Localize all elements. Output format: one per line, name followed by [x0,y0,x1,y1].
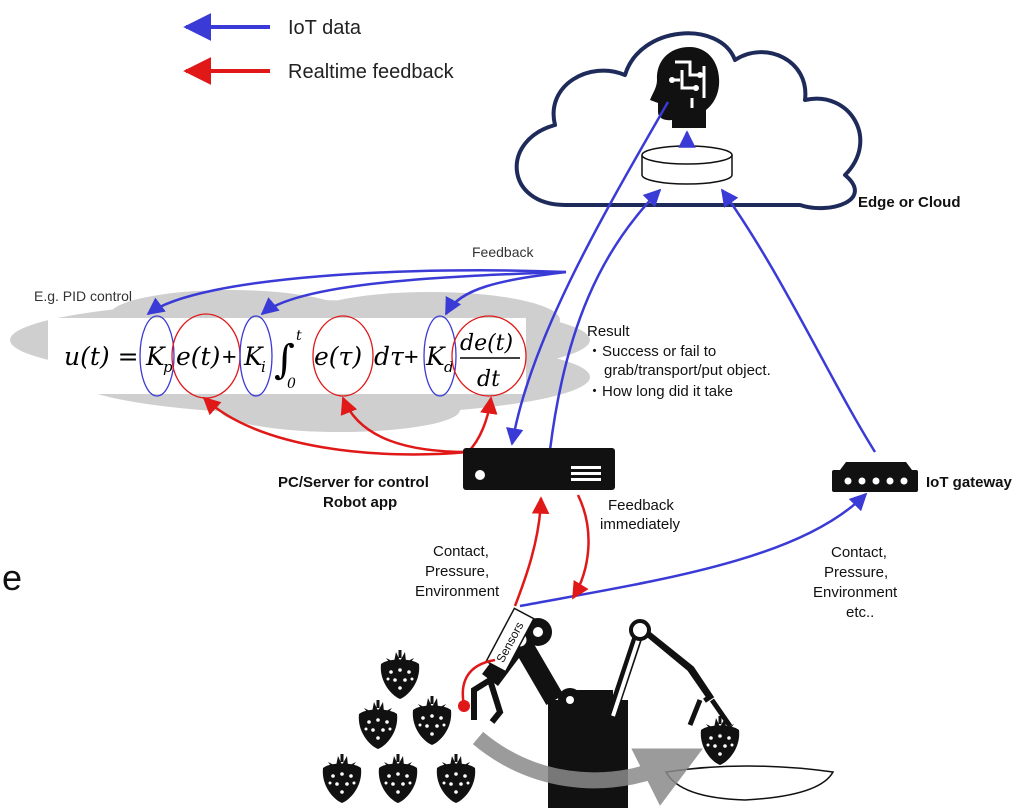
feedback-immediately-2: immediately [600,516,681,533]
legend: IoT data Realtime feedback [183,13,455,85]
eq-frac-den: dt [477,367,500,392]
ellipse-kp [139,315,175,397]
eq-frac-num: de(t) [460,331,513,356]
contact-point-icon [458,700,470,712]
pc-server-label-1: PC/Server for control [278,474,429,491]
eq-ki-sub: i [261,358,266,376]
ai-head-icon [650,47,720,128]
eq-ki: K [243,342,264,371]
eq-plus1: + [222,343,237,371]
contact-right-3: Environment [813,584,898,601]
feedback-label: Feedback [472,244,534,260]
result-line3: ・How long did it take [587,383,733,400]
pc-server-icon [463,448,615,490]
pid-equation: u(t) = K p e(t) + K i ∫ t 0 e(τ) dτ + K … [64,328,520,392]
database-icon [641,145,733,185]
strawberry-icon [378,754,418,803]
ellipse-deriv [451,315,527,397]
strawberry-icon [358,700,398,749]
strawberry-icon [700,716,740,765]
ellipse-e2 [312,315,374,397]
pc-server-label-2: Robot app [323,494,397,511]
eq-kp: K [145,342,166,371]
transport-arrow [472,731,703,806]
eq-e1: e(t) [176,342,220,371]
eq-kd: K [425,342,446,371]
eq-kp-sub: p [163,358,173,376]
result-text: Result ・Success or fail to grab/transpor… [587,323,771,400]
eq-e2: e(τ) [314,342,362,371]
contact-right-1: Contact, [831,544,887,561]
stray-letter: e [2,557,22,598]
iot-gateway-label: IoT gateway [926,474,1013,491]
contact-left-3: Environment [415,583,500,600]
contact-right-4: etc.. [846,604,874,621]
eq-dtau: dτ [374,342,405,371]
ellipse-ki [239,315,273,397]
pid-background [10,290,590,432]
sensor-arrows [513,494,590,607]
strawberry-icon [436,754,476,803]
contact-right-2: Pressure, [824,564,888,581]
legend-feedback-label: Realtime feedback [288,61,455,83]
contact-left-1: Contact, [433,543,489,560]
eq-integral: ∫ [274,337,295,383]
feedback-immediately-1: Feedback [608,497,674,514]
eq-kd-sub: d [444,358,454,376]
plate-icon [664,765,835,801]
strawberry-icon [322,754,362,803]
legend-iot-label: IoT data [288,17,362,39]
pid-caption: E.g. PID control [34,288,132,304]
strawberry-icon [380,650,420,699]
eq-lhs: u(t) = [64,342,139,371]
contact-right: Contact, Pressure, Environment etc.. [813,544,898,621]
iot-gateway-icon [832,462,918,492]
cloud-label: Edge or Cloud [858,194,961,211]
contact-left: Contact, Pressure, Environment [415,543,500,600]
eq-int-lower: 0 [287,376,296,392]
strawberry-icon [412,696,452,745]
ellipse-kd [423,315,457,397]
cloud: Edge or Cloud [514,31,961,211]
result-title: Result [587,323,630,340]
feedback-arrows [146,269,567,316]
contact-left-2: Pressure, [425,563,489,580]
contact-wire [461,658,496,706]
result-line1: ・Success or fail to [587,343,716,360]
result-line2: grab/transport/put object. [604,362,771,379]
strawberries [322,650,740,803]
eq-plus2: + [404,343,419,371]
eq-int-upper: t [296,328,302,344]
